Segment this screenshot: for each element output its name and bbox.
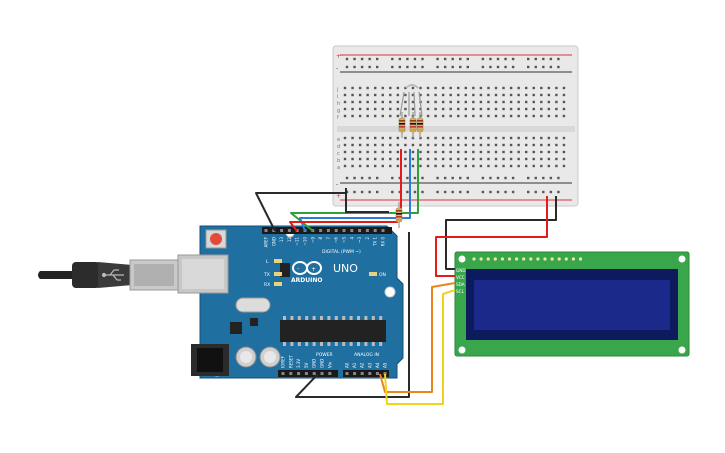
wire-black-lcd-gnd [445, 196, 557, 270]
arduino-logo: - + ARDUINO UNO [291, 261, 358, 284]
wire-black-gnd-breadboard [255, 188, 347, 232]
usb-cable[interactable] [38, 259, 179, 291]
digital-pin-label: ~3 [357, 237, 362, 243]
analog-pin-label: A2 [360, 362, 365, 368]
svg-text:-: - [336, 181, 338, 188]
digital-pin-label: ~11 [295, 237, 300, 246]
row-label: f [337, 115, 339, 121]
row-label: e [337, 137, 340, 143]
digital-pin-label: 2 [365, 237, 370, 240]
power-pin-label: IOREF [281, 355, 286, 368]
resistor[interactable] [409, 112, 417, 138]
power-pin-label: 3.3V [296, 359, 301, 368]
arduino-brand: ARDUINO [291, 277, 322, 284]
digital-pin-label: 7 [326, 237, 331, 240]
capacitors [235, 346, 281, 368]
analog-label: ANALOG IN [354, 352, 379, 358]
row-label: g [337, 108, 340, 114]
analog-pin-label: A0 [345, 362, 350, 368]
resistor[interactable] [416, 112, 424, 138]
digital-pin-label: GND [271, 237, 276, 246]
usb-icon [101, 269, 124, 281]
digital-pin-label: ~6 [334, 237, 339, 243]
dc-power-jack[interactable] [191, 344, 229, 376]
analog-pin-label: A1 [352, 362, 357, 368]
svg-text:+: + [336, 193, 341, 200]
lcd-pin-labels: GND VCC SDA SCL [456, 268, 466, 294]
svg-text:+: + [336, 53, 341, 60]
row-label: c [337, 151, 340, 157]
power-pin-label: 5V [304, 362, 309, 368]
digital-pin-label: ~5 [342, 237, 347, 243]
crystal [235, 297, 271, 313]
regulator-chip [230, 322, 242, 334]
wire-red-lcd-vcc [435, 196, 548, 277]
rx-label: RX [264, 282, 270, 288]
svg-text:+: + [311, 266, 316, 273]
power-pin-label: RESET [288, 355, 293, 368]
power-pin-label: Vin [327, 361, 332, 368]
lcd-pin-label: GND [456, 268, 466, 273]
digital-pin-label: 12 [287, 237, 292, 243]
lcd-pin-label: SDA [456, 282, 465, 287]
digital-pin-label: 4 [349, 237, 354, 240]
digital-pin-label: TX 1 [373, 237, 378, 247]
digital-pin-label: ~10 [303, 237, 308, 246]
rgb-led[interactable] [399, 84, 423, 117]
digital-pin-label: RX 0 [381, 237, 386, 247]
digital-pin-label: AREF [264, 236, 269, 247]
row-label: i [337, 94, 338, 100]
arduino-model: UNO [333, 262, 358, 275]
atmega-chip [280, 316, 386, 346]
digital-header-label: DIGITAL (PWM ~) [322, 249, 361, 255]
analog-pin-label: A3 [367, 362, 372, 368]
row-label: d [337, 144, 340, 150]
wire-red-led [289, 221, 398, 232]
analog-pin-label: A4 [375, 362, 380, 368]
resistor[interactable] [398, 112, 406, 138]
resistor[interactable] [395, 202, 403, 228]
lcd-pin-label: SCL [456, 289, 465, 294]
wire-blue [299, 149, 411, 232]
lcd-screen [474, 280, 670, 330]
wire-yellow-scl [384, 289, 456, 405]
wire-black-rail [345, 193, 389, 213]
row-label: j [336, 87, 338, 93]
power-label: POWER [316, 352, 333, 358]
power-pin-label: GND [320, 359, 325, 368]
lcd-pin-label: VCC [456, 275, 465, 280]
l-label: L [266, 259, 269, 265]
on-label: ON [379, 272, 386, 278]
row-label: a [337, 165, 340, 171]
row-label: h [337, 101, 340, 107]
svg-text:-: - [336, 65, 338, 72]
wire-orange-sda [379, 282, 456, 393]
resistors[interactable] [395, 112, 424, 228]
digital-pin-label: ~9 [310, 237, 315, 243]
power-pin-label: GND [312, 359, 317, 368]
breadboard-row-labels: j i h g f e d c b a [336, 87, 340, 171]
lcd-i2c-module[interactable]: GND VCC SDA SCL [454, 251, 690, 357]
digital-pin-label: 8 [318, 237, 323, 240]
digital-pin-label: 13 [279, 237, 284, 243]
status-leds: L TX RX ON [263, 259, 386, 288]
wires[interactable] [255, 149, 557, 405]
analog-pin-label: A5 [383, 362, 388, 368]
tx-label: TX [263, 272, 270, 278]
row-label: b [337, 158, 340, 164]
reset-button[interactable] [205, 229, 227, 249]
svg-text:-: - [297, 266, 299, 273]
wire-black-power-gnd [295, 232, 410, 398]
breadboard[interactable]: + - - + j i h g f e d c b a [332, 45, 579, 207]
